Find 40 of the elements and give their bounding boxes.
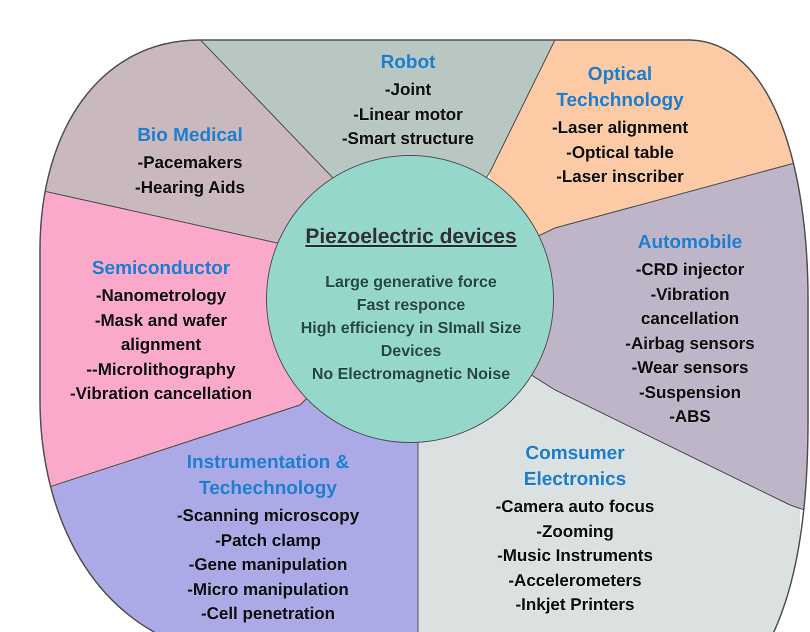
application-item: -Laser alignment (552, 117, 688, 139)
application-item: -Accelerometers (508, 570, 642, 592)
application-item: -Airbag sensors (625, 332, 755, 355)
application-item: -Vibration cancellation (70, 383, 252, 405)
application-item: -CRD injector (636, 259, 744, 281)
application-item: -Inkjet Printers (515, 594, 635, 616)
property-text: Fast responce (356, 296, 466, 316)
application-item: --Microlithography (86, 358, 236, 381)
application-item: -Laser inscriber (556, 166, 684, 188)
sector-title: Automobile (638, 231, 742, 255)
application-item: -Mask and wafer alignment (94, 310, 228, 356)
application-item: -Zooming (536, 520, 614, 543)
application-item: -Suspension (638, 382, 741, 404)
application-item: -Smart structure (342, 128, 474, 150)
application-item: -Linear motor (353, 104, 463, 126)
application-item: -Patch clamp (215, 530, 321, 552)
application-item: -Scanning microscopy (176, 505, 360, 527)
sector-title: Comsumer Electronics (522, 442, 628, 492)
application-item: -Joint (384, 79, 432, 101)
application-item: -Wear sensors (632, 357, 748, 379)
sector-title: Optical Techchnology (555, 63, 685, 113)
center-title: Piezoelectric devices (305, 224, 517, 250)
application-item: -Pacemakers (138, 152, 242, 174)
property-text: No Electromagnetic Noise (312, 365, 510, 385)
application-item: -Cell penetration (200, 603, 336, 625)
application-item: -ABS (669, 406, 711, 428)
application-item: -Optical table (566, 142, 674, 164)
application-item: -Vibration cancellation (640, 284, 740, 330)
application-item: -Gene manipulation (188, 554, 348, 576)
sector-title: Robot (380, 51, 436, 75)
sector-title: Bio Medical (137, 124, 243, 148)
application-item: -Music Instruments (497, 545, 653, 567)
sector-title: Instrumentation & Techechnology (186, 451, 350, 501)
sector-title: Semiconductor (92, 257, 230, 281)
application-item: -Camera auto focus (496, 496, 654, 518)
application-item: -Hearing Aids (135, 176, 245, 199)
application-item: -Micro manipulation (187, 578, 349, 600)
property-text: High efficiency in SImall Size Devices (300, 319, 522, 362)
property-text: Large generative force (325, 273, 497, 293)
application-item: -Nanometrology (96, 285, 226, 307)
